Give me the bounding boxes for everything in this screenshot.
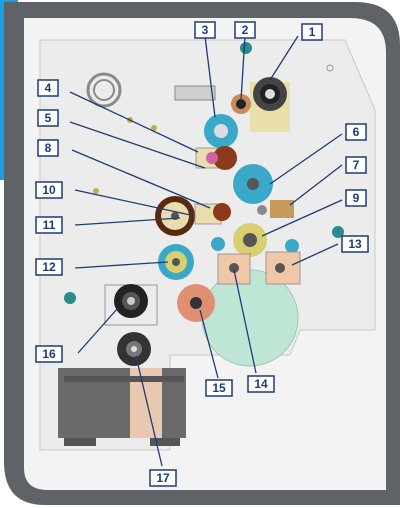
callout-15: 15 bbox=[205, 379, 233, 397]
svg-text:6: 6 bbox=[353, 125, 360, 139]
svg-text:2: 2 bbox=[242, 23, 249, 37]
callout-16: 16 bbox=[35, 345, 63, 363]
callout-5: 5 bbox=[37, 109, 59, 127]
svg-text:1: 1 bbox=[309, 25, 316, 39]
svg-text:16: 16 bbox=[42, 347, 56, 361]
roller-16 bbox=[104, 284, 158, 326]
callout-2: 2 bbox=[234, 21, 256, 39]
roller-7 bbox=[257, 200, 294, 218]
callout-6: 6 bbox=[345, 123, 367, 141]
svg-text:13: 13 bbox=[348, 237, 362, 251]
roller-12 bbox=[158, 244, 194, 280]
svg-text:9: 9 bbox=[353, 191, 360, 205]
roller-1 bbox=[250, 77, 290, 132]
svg-text:5: 5 bbox=[45, 111, 52, 125]
spring-coil bbox=[86, 72, 122, 108]
roller-3 bbox=[174, 85, 238, 148]
svg-text:15: 15 bbox=[212, 381, 226, 395]
svg-text:8: 8 bbox=[45, 141, 52, 155]
callout-10: 10 bbox=[35, 181, 63, 199]
callout-8: 8 bbox=[37, 139, 59, 157]
roller-15 bbox=[177, 284, 215, 322]
roller-4-5 bbox=[195, 146, 237, 170]
callout-13: 13 bbox=[341, 235, 369, 253]
base-unit bbox=[58, 368, 186, 446]
roller-6 bbox=[233, 164, 273, 204]
callout-7: 7 bbox=[345, 156, 367, 174]
svg-text:4: 4 bbox=[45, 81, 52, 95]
leader-lines bbox=[69, 35, 343, 467]
svg-text:11: 11 bbox=[43, 218, 56, 232]
svg-text:14: 14 bbox=[254, 377, 268, 391]
roller-13-14 bbox=[217, 251, 301, 285]
svg-text:17: 17 bbox=[156, 471, 170, 485]
roller-8-10-11 bbox=[155, 196, 231, 236]
callout-9: 9 bbox=[345, 189, 367, 207]
svg-text:3: 3 bbox=[202, 23, 209, 37]
callout-1: 1 bbox=[301, 23, 323, 41]
callout-3: 3 bbox=[194, 21, 216, 39]
roller-9 bbox=[211, 223, 299, 257]
svg-text:12: 12 bbox=[42, 260, 56, 274]
svg-text:7: 7 bbox=[353, 158, 360, 172]
callout-12: 12 bbox=[35, 258, 63, 276]
callout-17: 17 bbox=[149, 469, 177, 487]
callout-14: 14 bbox=[247, 375, 275, 393]
roller-2 bbox=[231, 94, 251, 114]
roller-17 bbox=[117, 332, 151, 366]
callout-4: 4 bbox=[37, 79, 59, 97]
svg-text:10: 10 bbox=[42, 183, 56, 197]
callout-11: 11 bbox=[35, 216, 63, 234]
